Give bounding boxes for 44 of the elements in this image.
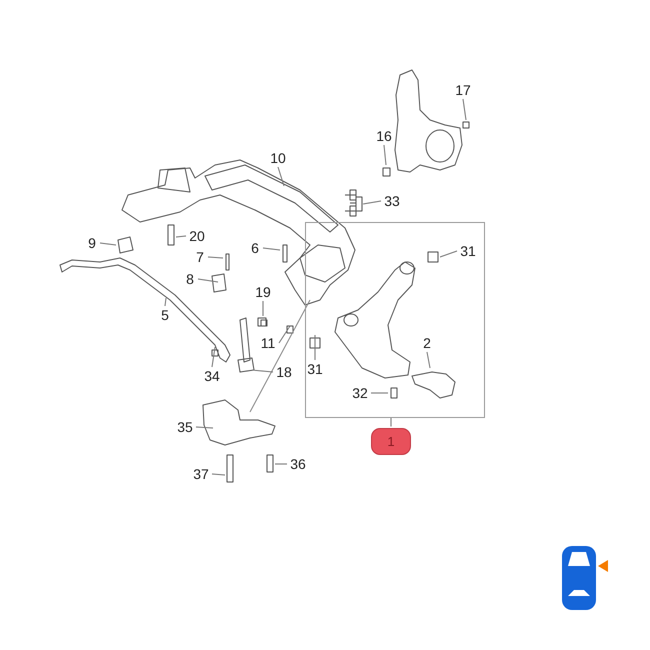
leader-line	[314, 334, 316, 360]
callout-number: 10	[268, 150, 288, 166]
callout-number: 16	[374, 128, 394, 144]
leader-line	[462, 98, 466, 120]
leader-line	[370, 392, 388, 394]
callout-number: 6	[248, 240, 262, 256]
leader-line	[278, 166, 284, 186]
callout-number: 35	[175, 419, 195, 435]
callout-number: 5	[158, 307, 172, 323]
callout-number: 17	[453, 82, 473, 98]
leader-line	[384, 144, 386, 166]
leader-line	[100, 242, 116, 246]
leader-line	[208, 256, 224, 258]
callout-number: 11	[258, 335, 278, 351]
leader-line	[390, 418, 392, 427]
callout-number: 1	[371, 428, 411, 454]
leader-line	[362, 200, 382, 204]
leader-line	[278, 326, 290, 344]
leader-line	[440, 250, 458, 258]
callout-number: 32	[350, 385, 370, 401]
callout-number: 34	[202, 368, 222, 384]
leader-line	[212, 346, 216, 368]
leader-line	[196, 426, 214, 428]
callout-number: 31	[458, 243, 478, 259]
callout-number: 20	[187, 228, 207, 244]
leader-line	[198, 278, 218, 282]
leader-line	[252, 370, 274, 372]
group-frame	[305, 222, 485, 418]
callout-number: 36	[288, 456, 308, 472]
callout-number: 18	[274, 364, 294, 380]
leader-line	[212, 474, 226, 476]
leader-line	[426, 352, 430, 368]
leader-line	[262, 248, 280, 250]
leader-line	[164, 298, 166, 306]
callout-number: 7	[193, 249, 207, 265]
leader-line	[176, 236, 186, 238]
callout-number: 8	[183, 271, 197, 287]
callout-number: 2	[420, 335, 434, 351]
callout-number: 33	[382, 193, 402, 209]
callout-number: 37	[191, 466, 211, 482]
callout-number: 9	[85, 235, 99, 251]
callout-number: 31	[305, 361, 325, 377]
leader-line	[262, 300, 264, 316]
callout-number: 19	[253, 284, 273, 300]
